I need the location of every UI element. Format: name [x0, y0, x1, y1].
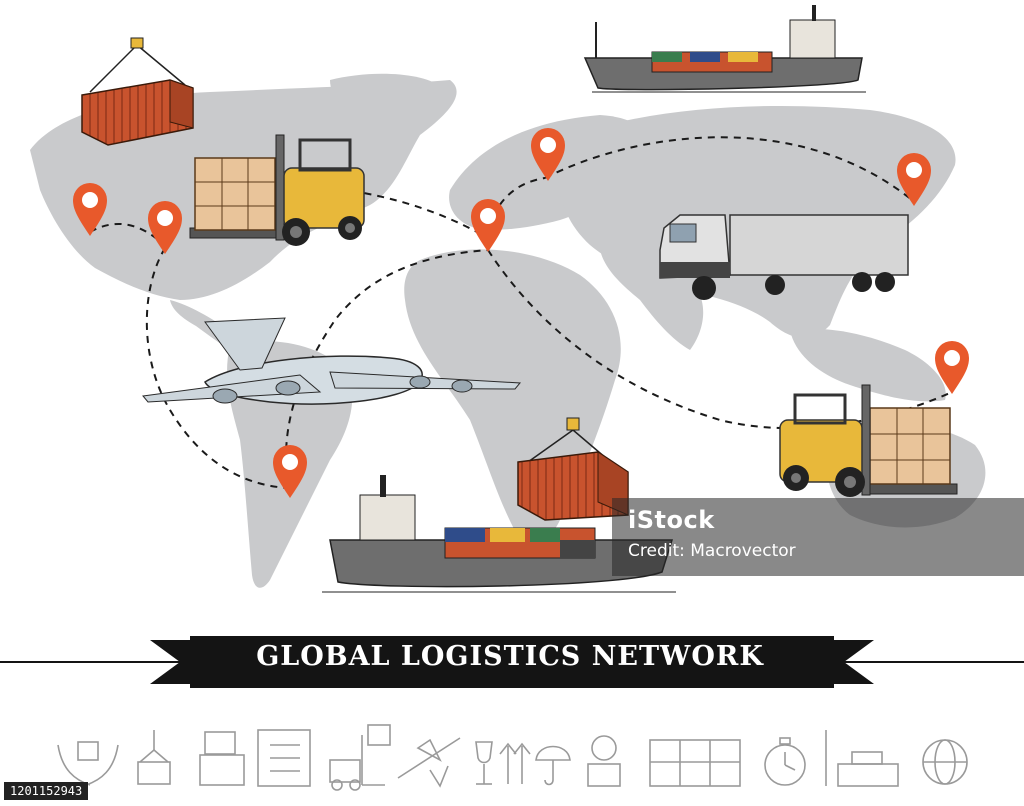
globe-icon — [922, 739, 968, 785]
pin-icon — [935, 341, 969, 394]
umbrella-icon — [535, 745, 571, 786]
airplane-icon — [397, 737, 461, 788]
forklift-icon — [779, 384, 958, 497]
cargo-ship-icon — [322, 475, 676, 593]
cargo-ship-icon — [583, 5, 866, 93]
hands-box-icon — [57, 741, 119, 786]
pin-icon — [531, 128, 565, 181]
airplane-icon — [142, 317, 522, 405]
title-banner — [0, 636, 1024, 688]
pin-icon — [471, 199, 505, 252]
boxes-icon — [199, 731, 245, 786]
icon-row — [57, 724, 968, 791]
location-pins — [73, 128, 969, 498]
forklift-icon — [329, 724, 391, 791]
image-id-label: 1201152943 — [4, 782, 89, 800]
arabia-india — [600, 250, 704, 350]
truck-icon — [659, 214, 909, 300]
operator-icon — [587, 735, 621, 787]
crane-container-icon — [137, 730, 171, 785]
scale-icon — [825, 730, 899, 787]
watermark-logo: iStock — [628, 506, 715, 534]
fragile-glass-icon — [475, 741, 493, 785]
greenland — [330, 73, 440, 119]
banner-title: GLOBAL LOGISTICS NETWORK — [256, 641, 764, 672]
stopwatch-icon — [764, 737, 806, 786]
pin-icon — [273, 445, 307, 498]
watermark-credit: Credit: Macrovector — [628, 541, 796, 561]
watermark-overlay — [612, 498, 1024, 576]
pin-icon — [73, 183, 107, 236]
pin-icon — [148, 201, 182, 254]
forklift-icon — [189, 134, 365, 246]
arrows-up-icon — [499, 742, 531, 784]
warehouse-boxes-icon — [649, 739, 741, 787]
pin-icon — [897, 153, 931, 206]
hanging-container-icon — [81, 37, 194, 146]
se-asia-islands — [790, 328, 946, 402]
checklist-icon — [257, 729, 311, 787]
